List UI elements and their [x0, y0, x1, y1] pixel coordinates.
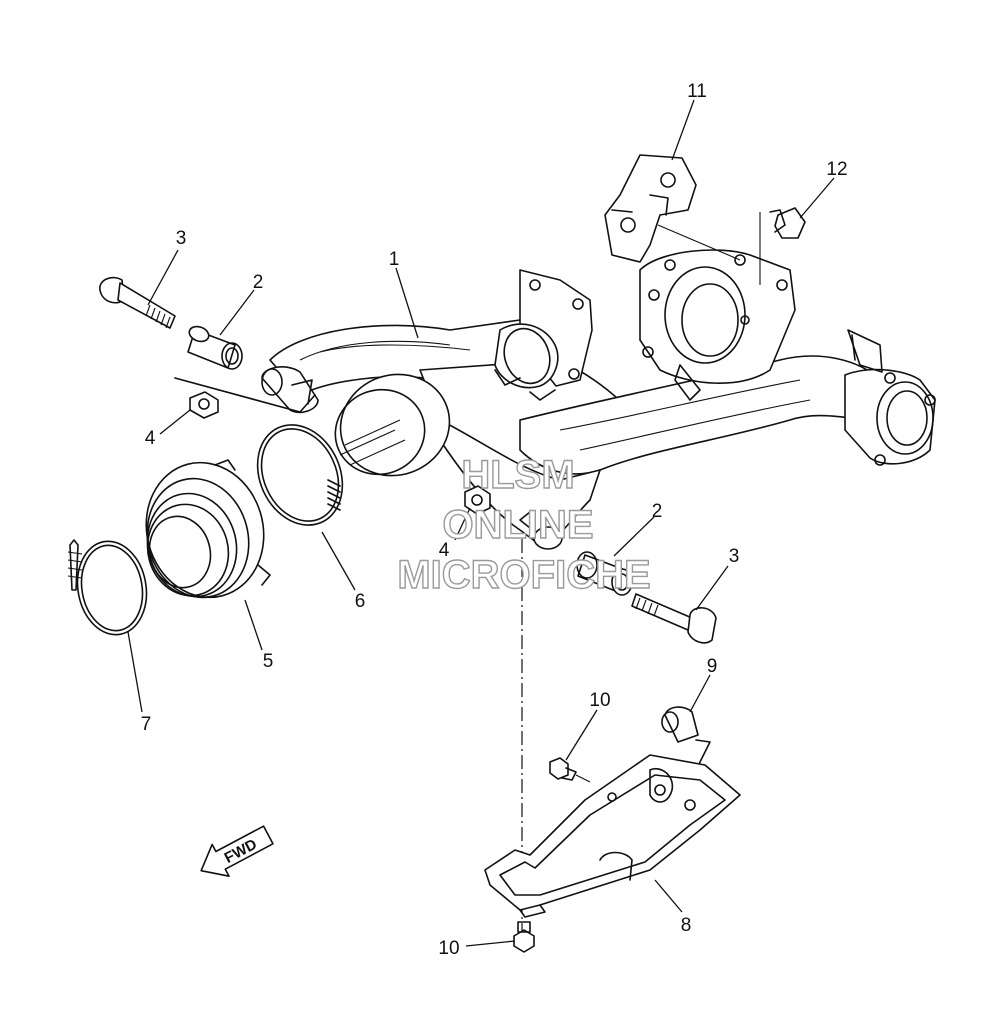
- callout-10-lower: 10: [438, 938, 459, 959]
- callout-8: 8: [681, 915, 692, 936]
- clamp-part-6: [256, 424, 344, 526]
- callout-6: 6: [355, 591, 366, 612]
- callout-10-upper: 10: [589, 690, 610, 711]
- callouts: 1 2 3 4 4 2 3 5 6 7 8 9 10 10 11 12: [141, 81, 848, 959]
- watermark-line-1: HLSM: [461, 453, 574, 497]
- bolt-part-3-left: [99, 276, 176, 329]
- watermark-line-3: MICROFICHE: [397, 553, 650, 597]
- leader-lines: [127, 99, 835, 947]
- boot-part-5: [145, 459, 271, 599]
- bushing-part-2-left: [187, 325, 243, 370]
- skid-plate-part-8: [484, 754, 741, 918]
- callout-12: 12: [826, 159, 847, 180]
- callout-9: 9: [707, 656, 718, 677]
- callout-3-right: 3: [729, 546, 740, 567]
- callout-3-left: 3: [176, 228, 187, 249]
- bolt-part-12: [759, 207, 806, 285]
- callout-11: 11: [687, 81, 707, 102]
- callout-7: 7: [141, 714, 152, 735]
- bolt-part-10-lower: [513, 921, 535, 953]
- nut-part-4-center: [464, 485, 491, 515]
- bushing-part-2-right: [576, 551, 633, 596]
- band-part-7: [67, 539, 148, 636]
- nut-part-4-left: [174, 377, 316, 419]
- watermark: HLSM ONLINE MICROFICHE: [397, 452, 652, 597]
- bolt-part-10-upper: [549, 757, 591, 783]
- bracket-part-11: [604, 154, 741, 263]
- damper-part-9: [661, 706, 711, 803]
- rear-arm-part-1: [261, 249, 936, 550]
- callout-4-left: 4: [145, 428, 156, 449]
- callout-4-center: 4: [439, 540, 450, 561]
- callout-1: 1: [389, 249, 400, 270]
- callout-2-right: 2: [652, 501, 663, 522]
- callout-5: 5: [263, 651, 274, 672]
- watermark-line-2: ONLINE: [442, 503, 593, 547]
- callout-2-left: 2: [253, 272, 264, 293]
- bolt-part-3-right: [631, 593, 717, 644]
- fwd-arrow-icon: FWD: [200, 825, 274, 878]
